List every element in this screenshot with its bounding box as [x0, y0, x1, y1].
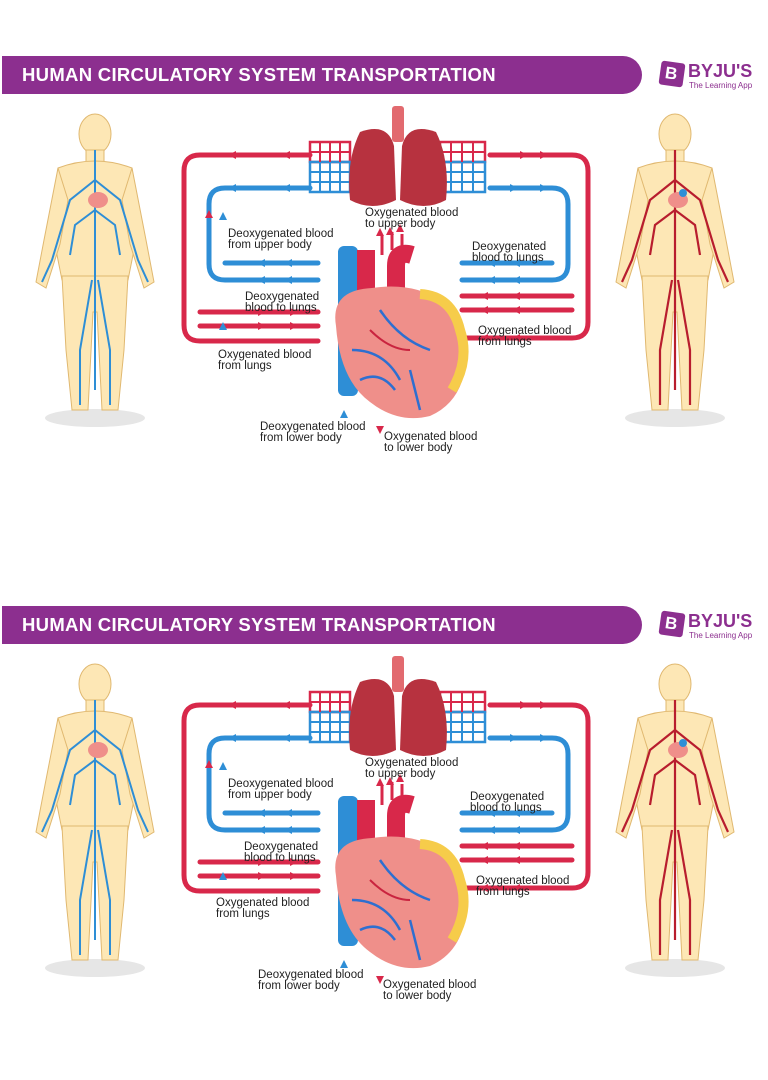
title-banner: HUMAN CIRCULATORY SYSTEM TRANSPORTATION	[2, 56, 642, 94]
circulation-artwork	[35, 106, 735, 434]
diagram-title: HUMAN CIRCULATORY SYSTEM TRANSPORTATION	[22, 64, 496, 85]
byjus-logo: B BYJU'S The Learning App	[658, 60, 765, 94]
diagram-title: HUMAN CIRCULATORY SYSTEM TRANSPORTATION	[22, 614, 496, 635]
arterial-body-figure	[615, 113, 735, 427]
lung-capillary-grid-left	[308, 140, 352, 194]
venous-body-figure	[35, 113, 155, 427]
byjus-logo: B BYJU'S The Learning App	[658, 610, 765, 644]
logo-tagline: The Learning App	[689, 81, 753, 90]
logo-name: BYJU'S	[688, 611, 753, 631]
heart	[335, 232, 469, 419]
lungs	[349, 106, 447, 206]
logo-name: BYJU'S	[688, 61, 753, 81]
logo-tagline: The Learning App	[689, 631, 753, 640]
diagram-panel-2: HUMAN CIRCULATORY SYSTEM TRANSPORTATION …	[0, 600, 768, 1080]
circulation-artwork	[0, 600, 768, 1080]
diagram-panel-1: HUMAN CIRCULATORY SYSTEM TRANSPORTATION …	[0, 50, 768, 530]
flow-arrows	[205, 151, 548, 434]
title-banner: HUMAN CIRCULATORY SYSTEM TRANSPORTATION	[2, 606, 642, 644]
